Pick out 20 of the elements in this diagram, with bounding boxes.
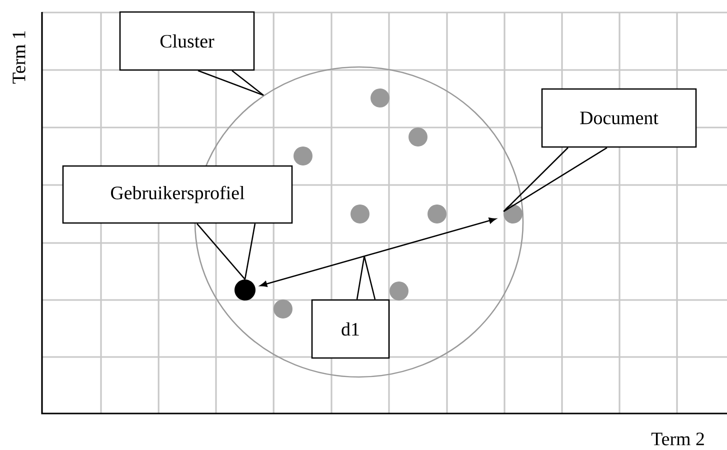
callout-box: d1 bbox=[311, 299, 390, 359]
leader-line bbox=[196, 223, 246, 280]
data-point bbox=[274, 300, 292, 318]
user-point bbox=[234, 280, 256, 300]
data-point bbox=[294, 146, 312, 166]
data-point bbox=[408, 128, 428, 146]
leader-line bbox=[503, 147, 568, 212]
callout-box: Gebruikersprofiel bbox=[62, 165, 293, 224]
axis-label: Term 1 bbox=[12, 31, 26, 84]
data-point bbox=[350, 204, 370, 224]
callout-box: Document bbox=[541, 88, 697, 148]
leader-line bbox=[198, 70, 264, 96]
data-point bbox=[370, 88, 390, 108]
leader-line bbox=[356, 256, 365, 300]
distance-arrow bbox=[260, 218, 496, 287]
data-point bbox=[428, 204, 446, 224]
axis-label: Term 2 bbox=[651, 432, 704, 446]
data-point bbox=[390, 282, 408, 300]
callout-box: Cluster bbox=[119, 11, 255, 71]
data-point bbox=[504, 204, 522, 224]
